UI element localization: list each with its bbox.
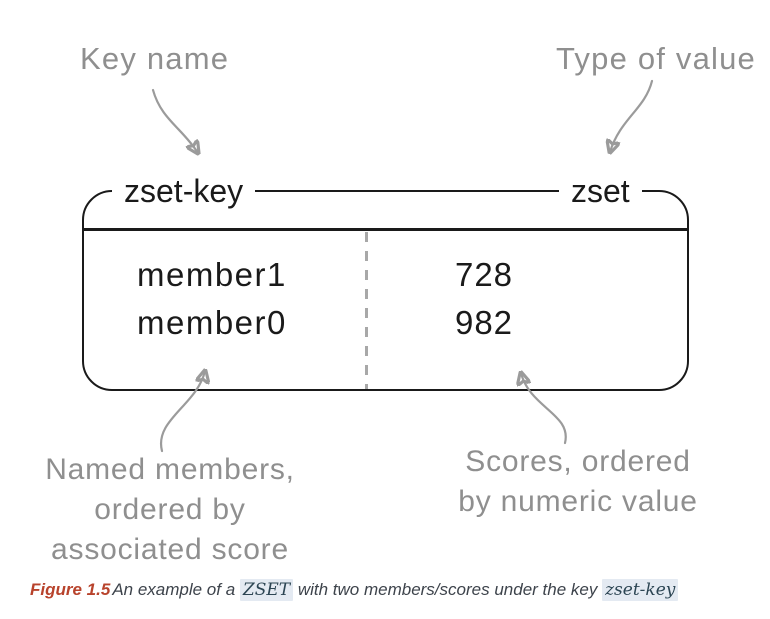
score-cell: 728	[454, 256, 514, 293]
zset-key-code-chip: zset-key	[602, 579, 679, 601]
zset-row: member0 982	[84, 302, 687, 344]
caption-text: An example of a	[112, 580, 240, 599]
caption-text: with two members/scores under the key	[293, 580, 603, 599]
member-cell: member0	[137, 304, 287, 341]
zset-type-title: zset	[559, 173, 642, 209]
type-of-value-arrow-icon	[610, 79, 654, 152]
key-name-arrow-icon	[151, 88, 198, 153]
scores-note-line: Scores, ordered	[465, 445, 691, 478]
type-of-value-annotation: Type of value	[556, 41, 756, 76]
members-note-line: ordered by	[94, 493, 246, 526]
column-divider-dashed-line	[365, 232, 368, 389]
figure-caption-label: Figure 1.5	[30, 580, 111, 599]
members-note-line: associated score	[51, 533, 289, 566]
members-note: Named members, ordered by associated sco…	[18, 450, 322, 570]
members-note-line: Named members,	[45, 453, 295, 486]
key-name-annotation: Key name	[80, 41, 230, 76]
header-divider-line	[84, 228, 687, 231]
zset-key-title: zset-key	[112, 173, 256, 209]
zset-code-chip: ZSET	[239, 579, 294, 601]
scores-note-line: by numeric value	[458, 485, 698, 518]
member-cell: member1	[137, 256, 287, 293]
zset-box: zset-key zset member1 728 member0 982	[82, 173, 689, 391]
scores-note: Scores, ordered by numeric value	[426, 442, 730, 522]
score-cell: 982	[454, 304, 514, 341]
zset-row: member1 728	[84, 254, 687, 296]
